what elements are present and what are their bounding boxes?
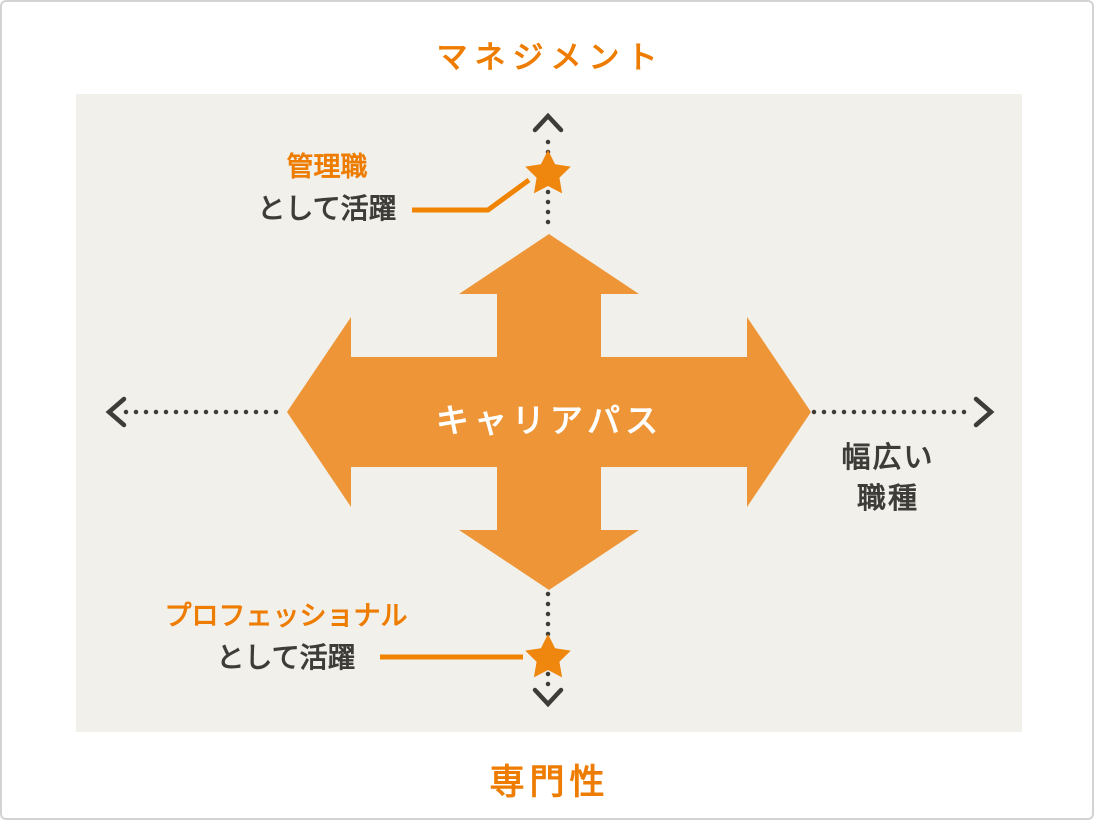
up-arrowhead-icon xyxy=(532,112,564,133)
professional-annotation: プロフェッショナル として活躍 xyxy=(146,596,426,678)
down-arrowhead-icon xyxy=(532,687,564,708)
wide-jobs-label-line2: 職種 xyxy=(856,483,919,515)
career-path-label: キャリアパス xyxy=(435,402,664,439)
management-annotation-role: 管理職 xyxy=(286,152,368,182)
left-arrowhead-icon xyxy=(105,396,127,428)
professional-star-icon xyxy=(525,634,571,678)
management-annotation-text: として活躍 xyxy=(257,193,397,224)
wide-jobs-label: 幅広い 職種 xyxy=(798,438,978,520)
professional-annotation-text: として活躍 xyxy=(216,642,356,673)
right-arrowhead-icon xyxy=(973,396,995,428)
four-way-arrow xyxy=(287,234,811,590)
management-star-icon xyxy=(525,150,571,194)
wide-jobs-label-line1: 幅広い xyxy=(841,442,935,474)
management-annotation: 管理職 として活躍 xyxy=(187,147,467,229)
axis-title-specialty: 専門性 xyxy=(489,763,610,802)
axis-title-management: マネジメント xyxy=(436,40,665,75)
top-annotation-connector-line xyxy=(412,177,531,213)
professional-annotation-role: プロフェッショナル xyxy=(164,601,408,631)
